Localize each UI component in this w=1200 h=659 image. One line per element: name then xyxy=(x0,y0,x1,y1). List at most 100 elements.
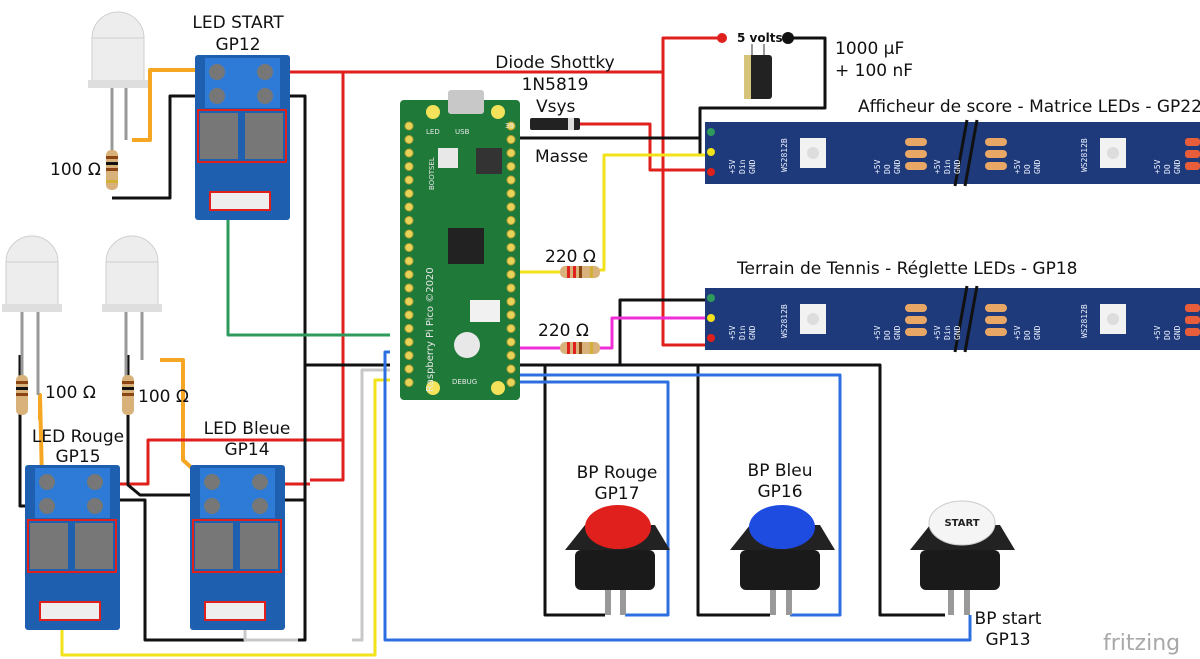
wire-black-start xyxy=(112,94,210,200)
wire-orange-start xyxy=(132,68,210,142)
pico-pin xyxy=(404,202,414,212)
wire-red-top xyxy=(270,70,705,347)
pico-pin xyxy=(404,162,414,171)
pico-pin xyxy=(506,229,516,239)
pico-pin xyxy=(506,324,516,333)
wire-black-tennis-gnd xyxy=(618,298,705,365)
strip-connector xyxy=(707,294,715,302)
led-bleue xyxy=(102,235,162,380)
resistor-100-bleue xyxy=(122,375,134,415)
strip-pin-label: Din xyxy=(738,325,747,340)
pico-pin xyxy=(506,270,516,279)
strip-pin-label: DO xyxy=(883,164,892,174)
pico-usb-label: USB xyxy=(455,128,470,136)
chip-label: WS2812B xyxy=(780,304,789,338)
pico-debug-label: DEBUG xyxy=(452,378,477,386)
pico-pin xyxy=(404,256,414,266)
strip-connector xyxy=(707,128,715,136)
strip-pin-label: +5V xyxy=(873,325,882,340)
pico-pin xyxy=(506,135,516,144)
strip-pin-label: +5V xyxy=(933,159,942,174)
wire-magenta-strip xyxy=(598,316,705,350)
label-100-rouge: 100 Ω xyxy=(45,383,96,403)
strip-pin-label: GND xyxy=(748,325,757,340)
label-100-start: 100 Ω xyxy=(50,160,101,180)
pico-pin xyxy=(506,337,516,347)
pico-led-label: LED xyxy=(426,128,440,136)
solder-pad xyxy=(985,316,1007,324)
strip-pin-label: +5V xyxy=(728,325,737,340)
strip-pin-label: Din xyxy=(738,159,747,174)
label-bp-rouge-1: BP Rouge xyxy=(577,463,658,483)
pico-pin xyxy=(404,310,414,320)
strip-connector xyxy=(707,314,715,322)
wire-blue-start xyxy=(383,350,972,642)
strip-pin-label: GND xyxy=(953,325,962,340)
led-chip-center xyxy=(807,313,819,325)
pico-pin xyxy=(404,135,414,144)
strip-pin-label: Din xyxy=(943,325,952,340)
label-220-a: 220 Ω xyxy=(545,247,596,267)
label-diode-2: 1N5819 xyxy=(522,75,589,95)
chip-label: WS2812B xyxy=(1080,138,1089,172)
cut-mark xyxy=(953,285,969,353)
wire-orange-rouge xyxy=(38,393,44,481)
solder-pad xyxy=(905,304,927,312)
label-220-b: 220 Ω xyxy=(538,321,589,341)
strip-pin-label: DO xyxy=(1163,164,1172,174)
label-100-bleue: 100 Ω xyxy=(138,387,189,407)
label-tennis-strip: Terrain de Tennis - Réglette LEDs - GP18 xyxy=(736,259,1077,279)
pico-pin xyxy=(404,189,414,198)
strip-connector xyxy=(707,168,715,176)
wire-black-bp-bleu xyxy=(696,365,770,617)
led-rouge xyxy=(2,235,62,395)
wire-red-rouge xyxy=(100,438,343,486)
solder-pad xyxy=(905,162,927,170)
label-score-strip: Afficheur de score - Matrice LEDs - GP22 xyxy=(858,97,1200,117)
wire-black-cap xyxy=(698,36,827,138)
wire-gray2 xyxy=(352,368,390,642)
pico-pin xyxy=(404,270,414,279)
strip-pin-label: GND xyxy=(1173,159,1182,174)
button-rouge xyxy=(565,505,670,615)
pico-pin xyxy=(506,148,516,158)
solder-pad xyxy=(985,150,1007,158)
strip-pin-label: +5V xyxy=(933,325,942,340)
pico-text: USB LED 39 BOOTSEL Raspberry Pi Pico ©20… xyxy=(425,122,514,392)
label-bp-rouge-2: GP17 xyxy=(594,484,639,504)
label-masse: Masse xyxy=(535,147,588,167)
wire-yellow-score xyxy=(598,153,705,272)
diode xyxy=(530,118,580,130)
strip-pin-label: +5V xyxy=(1153,159,1162,174)
resistor-220-b xyxy=(560,342,600,354)
label-led-rouge-1: LED Rouge xyxy=(32,427,124,447)
button-start: START xyxy=(910,500,1015,615)
label-bp-start-1: BP start xyxy=(975,609,1042,629)
solder-pad xyxy=(905,328,927,336)
pico-pins xyxy=(404,121,516,387)
solder-pad xyxy=(1185,150,1200,158)
pico-pin xyxy=(404,337,414,347)
capacitor xyxy=(717,32,794,99)
pico-board xyxy=(400,90,520,400)
led-chip-center xyxy=(1107,147,1119,159)
label-led-bleue-1: LED Bleue xyxy=(204,419,291,439)
pico-pin xyxy=(506,364,516,374)
strip-pin-label: GND xyxy=(748,159,757,174)
pico-pin39-label: 39 xyxy=(505,122,514,130)
pico-pin xyxy=(506,297,516,306)
pico-pin xyxy=(404,229,414,239)
mosfet-start xyxy=(195,55,290,220)
resistor-100-rouge xyxy=(16,375,28,415)
solder-pad xyxy=(905,138,927,146)
led-chip-center xyxy=(807,147,819,159)
resistor-100-start xyxy=(106,150,118,190)
pico-pin xyxy=(404,324,414,333)
mosfet-bleue xyxy=(190,465,285,630)
solder-pad xyxy=(985,328,1007,336)
pico-pin xyxy=(404,351,414,360)
led-chip-center xyxy=(1107,313,1119,325)
pico-pin xyxy=(506,256,516,266)
solder-pad xyxy=(1185,162,1200,170)
